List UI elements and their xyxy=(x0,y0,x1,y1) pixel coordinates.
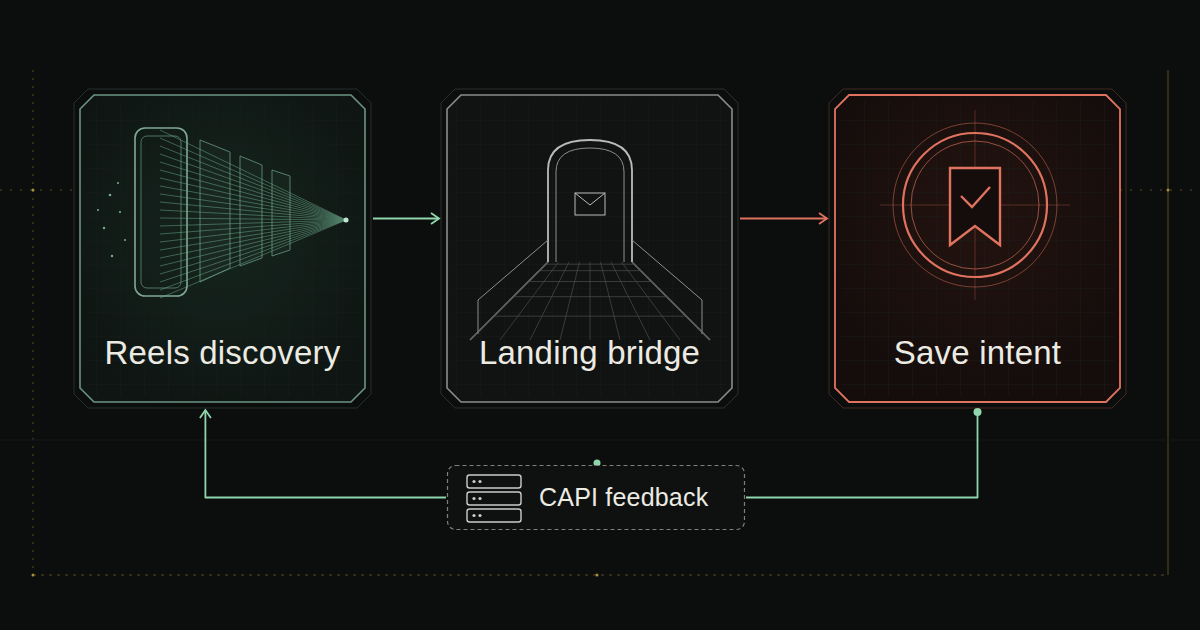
server-icon xyxy=(467,475,521,522)
stage-box: Landing bridge xyxy=(447,95,732,402)
box-border xyxy=(835,95,1120,402)
box-label: Landing bridge xyxy=(479,334,700,372)
box-label: CAPI feedback xyxy=(539,483,708,512)
flow-arrow xyxy=(746,412,978,498)
flow-arrow xyxy=(740,218,827,220)
box-border xyxy=(448,466,745,530)
box-border xyxy=(80,95,365,402)
stage-box: Save intent xyxy=(835,95,1120,402)
box-label: Reels discovery xyxy=(105,334,341,372)
box-border xyxy=(447,95,732,402)
flow-arrow xyxy=(373,218,439,220)
box-frame xyxy=(74,89,371,408)
flow-arrow xyxy=(205,410,446,498)
stage-box: Reels discovery xyxy=(80,95,365,402)
box-frame xyxy=(441,89,738,408)
box-label: Save intent xyxy=(894,334,1061,372)
box-frame xyxy=(829,89,1126,408)
connector-dot xyxy=(974,408,982,416)
feedback-box: CAPI feedback xyxy=(447,465,745,530)
